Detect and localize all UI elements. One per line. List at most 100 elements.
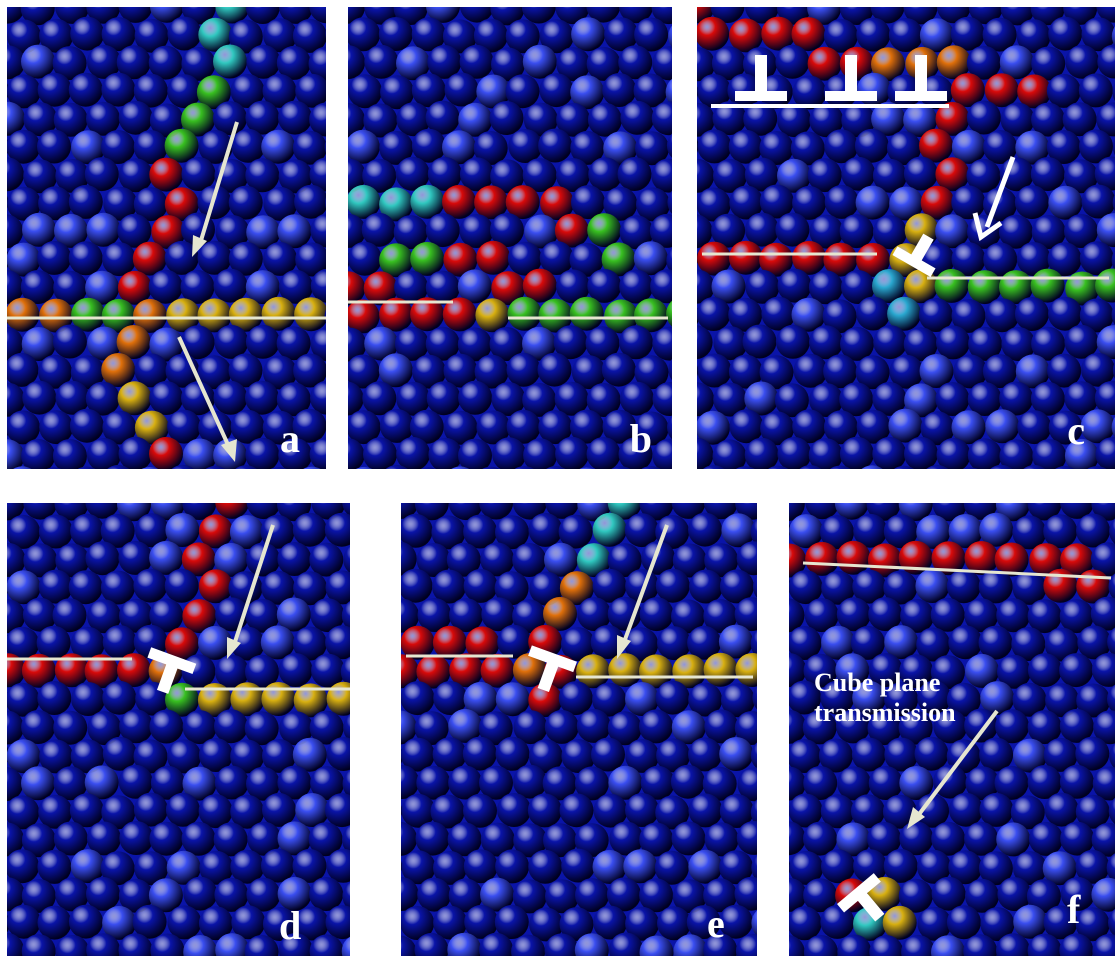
atom	[348, 241, 382, 276]
atom	[480, 653, 515, 688]
atom-lattice	[348, 7, 672, 469]
atom	[545, 503, 580, 519]
atom	[1012, 515, 1047, 550]
atom	[379, 130, 414, 165]
atom	[579, 467, 594, 469]
atom	[697, 129, 732, 164]
atom	[775, 324, 810, 359]
atom	[576, 654, 611, 689]
atom	[697, 437, 714, 469]
atom	[855, 355, 890, 390]
atom	[165, 513, 200, 547]
atom	[639, 654, 673, 689]
atom	[7, 352, 39, 387]
atom	[379, 297, 414, 332]
atom	[37, 849, 72, 884]
atom	[490, 159, 525, 194]
atom	[666, 133, 672, 158]
atom	[1111, 26, 1115, 47]
atom	[889, 354, 924, 389]
atom	[760, 411, 795, 446]
atom	[668, 25, 672, 48]
atom	[697, 187, 731, 222]
atom	[1043, 905, 1078, 940]
atom	[116, 45, 151, 80]
atom	[294, 184, 326, 219]
atom	[592, 849, 627, 884]
atom	[165, 792, 200, 827]
atom	[148, 45, 183, 80]
atom	[609, 821, 644, 856]
atom	[559, 571, 594, 606]
atom	[1001, 327, 1036, 361]
atom	[856, 296, 891, 331]
atom	[759, 131, 794, 165]
atom	[743, 101, 778, 136]
atom	[215, 597, 250, 632]
atom	[636, 187, 670, 222]
atom	[697, 353, 732, 388]
atom	[101, 17, 136, 52]
atom	[133, 298, 167, 333]
atom	[619, 269, 654, 304]
atom	[742, 324, 777, 359]
atom	[277, 542, 312, 576]
atom	[841, 156, 876, 191]
atom	[309, 542, 344, 577]
atom	[39, 739, 74, 774]
atom	[492, 437, 527, 469]
atom	[476, 410, 511, 445]
atom	[841, 270, 875, 304]
atom	[412, 354, 446, 389]
atom	[511, 934, 546, 956]
atom	[507, 241, 542, 276]
atom	[262, 792, 296, 827]
atom	[697, 102, 715, 137]
atom	[278, 438, 313, 469]
atom	[1030, 381, 1065, 416]
atom	[512, 543, 547, 577]
atom	[635, 131, 669, 166]
atom	[261, 296, 296, 331]
atom	[1062, 102, 1097, 137]
atom	[618, 45, 653, 80]
atom	[887, 131, 921, 166]
atom	[55, 934, 90, 956]
atom	[71, 297, 106, 332]
atom	[449, 653, 484, 688]
atom	[554, 381, 589, 416]
atom	[697, 297, 731, 331]
atom	[919, 18, 954, 53]
atom	[167, 16, 202, 51]
atom	[7, 542, 26, 577]
atom	[1031, 326, 1066, 361]
atom	[183, 876, 218, 911]
atom	[1108, 797, 1115, 825]
atom	[326, 848, 350, 883]
atom	[52, 324, 87, 359]
atom	[293, 353, 326, 388]
atom	[52, 439, 87, 469]
atom	[293, 683, 328, 718]
atom	[789, 514, 824, 549]
atom	[820, 794, 855, 829]
atom	[824, 129, 859, 164]
atom	[432, 625, 467, 660]
atom	[555, 436, 590, 469]
atom	[556, 269, 590, 304]
atom	[983, 130, 1018, 164]
atom	[491, 47, 525, 82]
atom	[417, 598, 452, 632]
atom	[718, 624, 753, 659]
atom	[1055, 465, 1075, 469]
atom	[37, 681, 72, 715]
atom	[569, 296, 604, 331]
atom	[444, 72, 479, 107]
atom	[538, 298, 573, 333]
atom	[689, 569, 723, 604]
atom	[215, 503, 250, 519]
atom	[539, 73, 574, 108]
atom	[23, 159, 58, 194]
atom	[574, 766, 609, 801]
atom	[228, 297, 263, 332]
